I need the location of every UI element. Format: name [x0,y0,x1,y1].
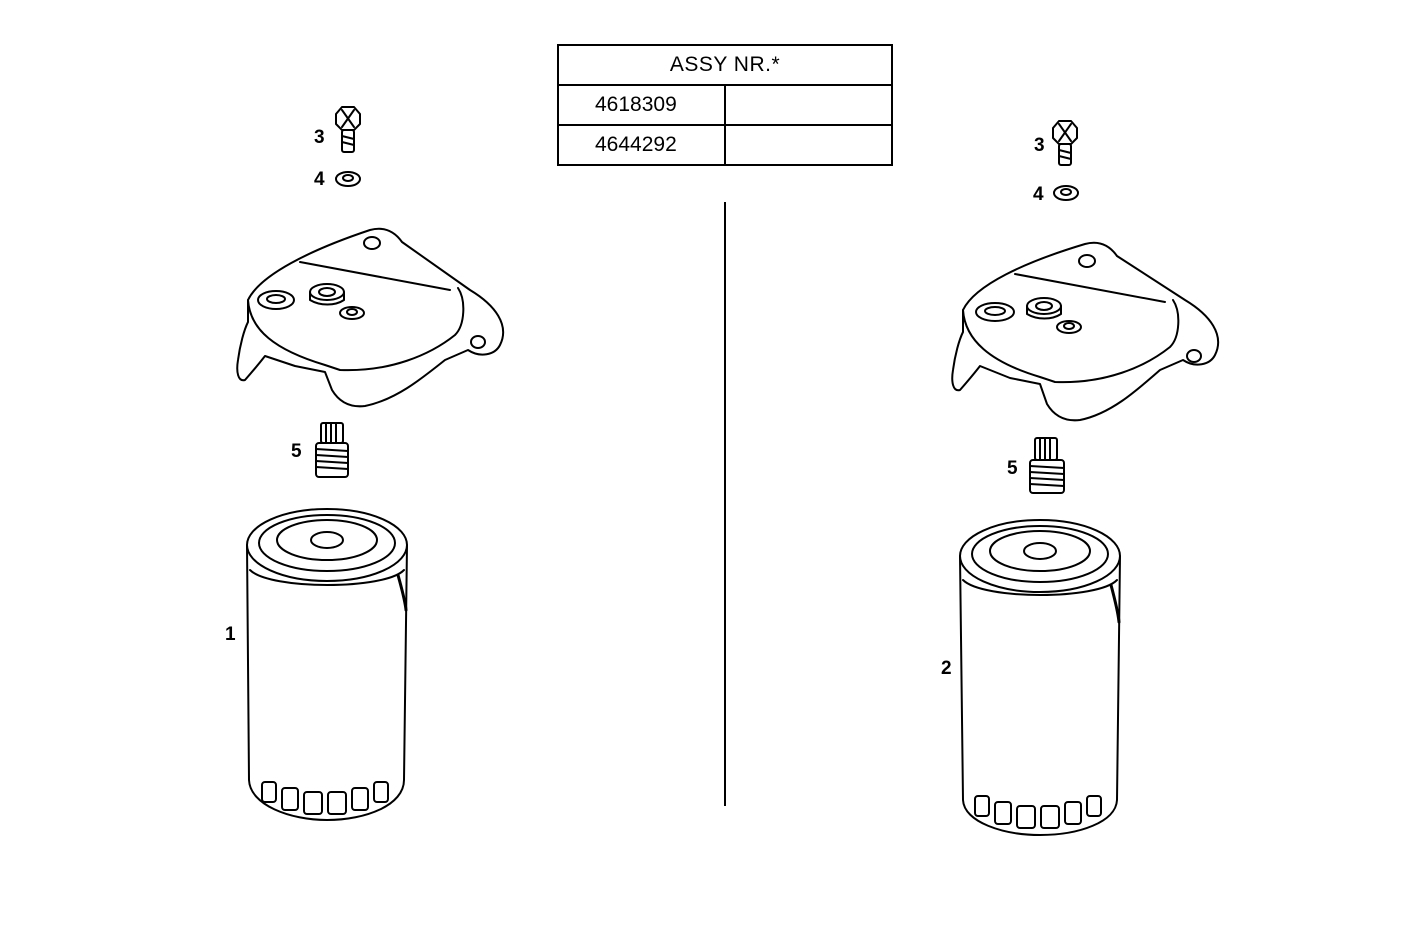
filter-cartridge-icon [959,519,1121,836]
callout-washer-right: 4 [1033,184,1044,205]
assy-value [724,84,893,126]
callout-filter-right: 2 [941,658,952,679]
assy-table: ASSY NR.* 4618309 4644292 [557,44,893,166]
callout-washer-left: 4 [314,169,325,190]
divider-line [724,202,726,806]
washer-icon [1053,185,1079,201]
assy-value [724,124,893,166]
callout-filter-left: 1 [225,624,236,645]
screw-icon [335,106,361,153]
assy-table-header: ASSY NR.* [557,44,893,86]
filter-cartridge-icon [246,508,408,821]
assy-table-row: 4644292 [557,124,893,166]
nipple-icon [315,422,349,478]
callout-screw-left: 3 [314,127,325,148]
filter-head-icon [236,227,505,408]
left-assembly [236,106,505,821]
callout-nipple-right: 5 [1007,458,1018,479]
right-assembly [951,120,1220,836]
assy-table-header-row: ASSY NR.* [557,44,893,86]
nipple-icon [1029,437,1065,494]
washer-icon [335,171,361,187]
assy-number: 4618309 [557,84,726,126]
callout-screw-right: 3 [1034,135,1045,156]
callout-nipple-left: 5 [291,441,302,462]
assy-table-row: 4618309 [557,84,893,126]
screw-icon [1052,120,1078,166]
filter-head-icon [951,241,1220,422]
assy-number: 4644292 [557,124,726,166]
